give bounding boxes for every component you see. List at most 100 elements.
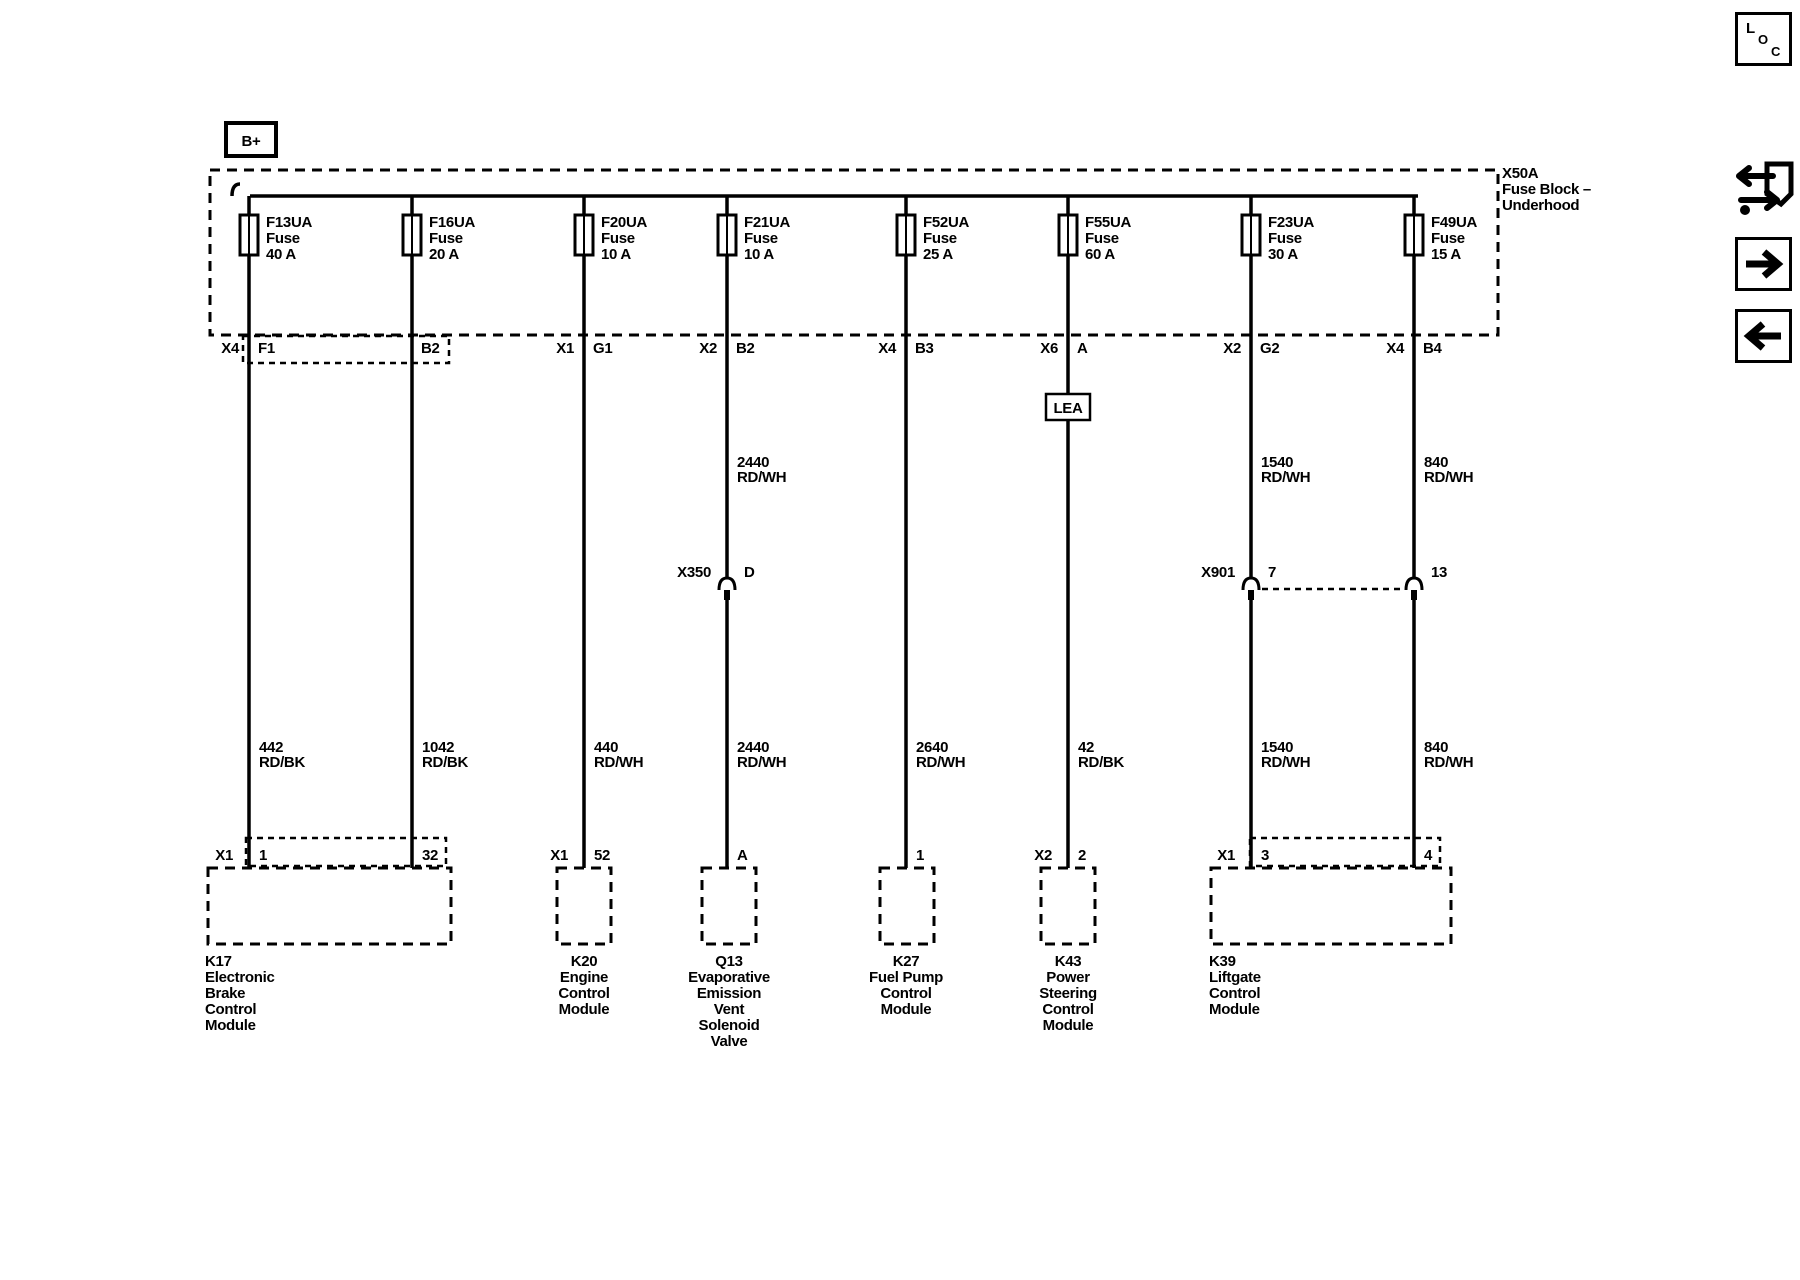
block-pin: B4 <box>1423 340 1443 357</box>
fuse-type: Fuse <box>744 230 778 247</box>
fuse-block-outline <box>208 168 1500 337</box>
prev-button[interactable] <box>1735 309 1792 363</box>
component-pin: 52 <box>594 847 610 864</box>
component-name-line: Electronic <box>205 969 275 986</box>
component-name-line: Module <box>1209 1001 1260 1018</box>
arrows-swap-icon <box>1736 161 1794 215</box>
component-pin: 4 <box>1424 847 1433 864</box>
component-name-line: Control <box>1209 985 1260 1002</box>
lower-wire-number: 840 <box>1424 739 1448 756</box>
loc-letter-l: L <box>1746 20 1755 37</box>
inline-connector-id: X350 <box>677 564 711 581</box>
loc-button[interactable]: L O C <box>1735 12 1792 66</box>
fuse-rating: 40 A <box>266 246 296 263</box>
fuse-id: F16UA <box>429 214 475 231</box>
lower-wire-number: 42 <box>1078 739 1094 756</box>
upper-wire-number: 840 <box>1424 454 1448 471</box>
block-pin: B3 <box>915 340 934 357</box>
block-connector: X4 <box>221 340 240 357</box>
component-id: K20 <box>571 953 598 970</box>
lower-wire-number: 440 <box>594 739 618 756</box>
lower-wire-color: RD/WH <box>1424 754 1473 771</box>
loc-letter-o: O <box>1758 32 1768 47</box>
component-id: K43 <box>1055 953 1082 970</box>
component-connector: X1 <box>550 847 568 864</box>
lower-wire-number: 1042 <box>422 739 454 756</box>
component-k17 <box>206 836 453 946</box>
fuse-rating: 30 A <box>1268 246 1298 263</box>
arrow-right-icon <box>1746 249 1784 279</box>
fuse-type: Fuse <box>1268 230 1302 247</box>
component-name-line: Valve <box>711 1033 748 1050</box>
k39-box <box>1209 866 1453 946</box>
lower-wire-number: 2640 <box>916 739 948 756</box>
fuse-type: Fuse <box>601 230 635 247</box>
component-k27-box <box>878 866 936 946</box>
component-name-line: Engine <box>560 969 608 986</box>
component-name-line: Steering <box>1039 985 1097 1002</box>
fuse-id: F49UA <box>1431 214 1477 231</box>
inline-connector-pin-label: 13 <box>1431 564 1447 581</box>
component-pin: 32 <box>422 847 438 864</box>
block-connector: X2 <box>1223 340 1241 357</box>
block-pin: F1 <box>258 340 275 357</box>
block-connector: X1 <box>556 340 574 357</box>
component-k43-box <box>1039 866 1097 946</box>
component-id: K39 <box>1209 953 1236 970</box>
lower-wire-color: RD/BK <box>422 754 468 771</box>
component-id: K17 <box>205 953 232 970</box>
component-name-line: Control <box>880 985 931 1002</box>
fuse-rating: 10 A <box>601 246 631 263</box>
connector-x4-bracket <box>241 334 451 365</box>
component-pin: 1 <box>916 847 924 864</box>
component-name-line: Module <box>881 1001 932 1018</box>
inline-connector-pin-label: D <box>744 564 755 581</box>
component-name-line: Solenoid <box>699 1017 760 1034</box>
component-q13-box <box>700 866 758 946</box>
arrows-swap-button[interactable] <box>1733 154 1797 220</box>
component-id: Q13 <box>715 953 742 970</box>
component-connector: X2 <box>1034 847 1052 864</box>
component-name-line: Control <box>1042 1001 1093 1018</box>
fuse-id: F13UA <box>266 214 312 231</box>
block-connector: X6 <box>1040 340 1058 357</box>
loc-icon: L O C <box>1746 20 1781 59</box>
upper-wire-color: RD/WH <box>737 469 786 486</box>
upper-wire-number: 2440 <box>737 454 769 471</box>
block-connector: X2 <box>699 340 717 357</box>
fuse-block-name-1: Fuse Block – <box>1502 181 1591 198</box>
inline-connector-pin-label: 7 <box>1268 564 1276 581</box>
bus-hook <box>230 182 241 197</box>
fuse-rating: 20 A <box>429 246 459 263</box>
loc-letter-c: C <box>1771 44 1781 59</box>
component-name-line: Brake <box>205 985 245 1002</box>
fuse-rating: 15 A <box>1431 246 1461 263</box>
component-name-line: Liftgate <box>1209 969 1261 986</box>
fuse-type: Fuse <box>429 230 463 247</box>
fuse-id: F21UA <box>744 214 790 231</box>
component-name-line: Module <box>205 1017 256 1034</box>
fuse-type: Fuse <box>1431 230 1465 247</box>
fuse-type: Fuse <box>266 230 300 247</box>
upper-wire-number: 1540 <box>1261 454 1293 471</box>
lower-wire-color: RD/WH <box>916 754 965 771</box>
fuse-type: Fuse <box>1085 230 1119 247</box>
supply-b-plus: B+ <box>224 121 278 158</box>
block-pin: G2 <box>1260 340 1279 357</box>
block-pin: G1 <box>593 340 612 357</box>
lower-wire-number: 442 <box>259 739 283 756</box>
block-pin: B2 <box>736 340 755 357</box>
block-connector: X4 <box>1386 340 1405 357</box>
fuse-id: F52UA <box>923 214 969 231</box>
component-k20-box <box>555 866 613 946</box>
next-button[interactable] <box>1735 237 1792 291</box>
